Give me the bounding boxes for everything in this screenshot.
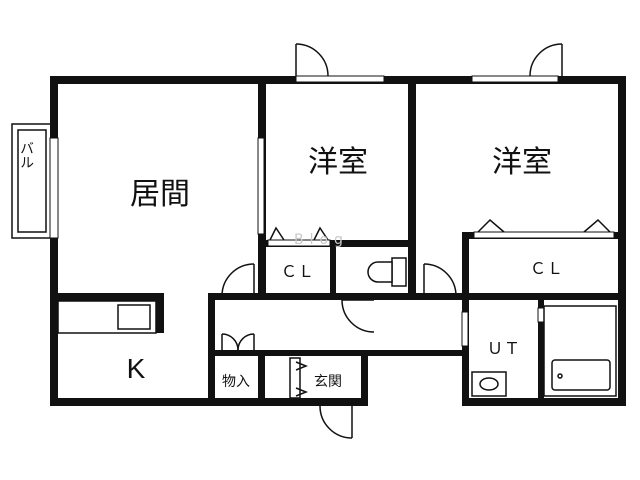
closet-doors-room1 [267, 226, 331, 247]
balcony: バル [11, 123, 53, 239]
storage-label: 物入 [222, 374, 250, 390]
entrance-label: 玄関 [314, 373, 342, 390]
toilet-fixture [367, 257, 407, 287]
door-entrance[interactable] [319, 405, 353, 439]
western-room-1-label: 洋室 [308, 145, 368, 180]
door-room1-top[interactable] [295, 43, 329, 77]
living-label: 居間 [130, 177, 190, 212]
shoe-box [289, 357, 309, 399]
bathtub [543, 305, 617, 397]
washbasin [471, 371, 507, 397]
door-toilet[interactable] [423, 263, 457, 297]
door-living[interactable] [221, 263, 255, 297]
balcony-label: バル [18, 141, 34, 169]
watermark: Blog [294, 232, 349, 248]
utility-label: ＵＴ [487, 339, 521, 358]
windows [49, 75, 559, 239]
kitchen-label: K [127, 353, 146, 384]
closet-doors-room2 [473, 218, 615, 239]
closet-2-label: ＣＬ [530, 259, 564, 278]
door-storage[interactable] [221, 333, 255, 351]
western-room-2-label: 洋室 [492, 145, 552, 180]
door-room2-top[interactable] [529, 43, 563, 77]
kitchen-counter [57, 300, 157, 334]
door-corridor[interactable] [341, 299, 375, 333]
closet-1-label: ＣＬ [281, 262, 315, 281]
